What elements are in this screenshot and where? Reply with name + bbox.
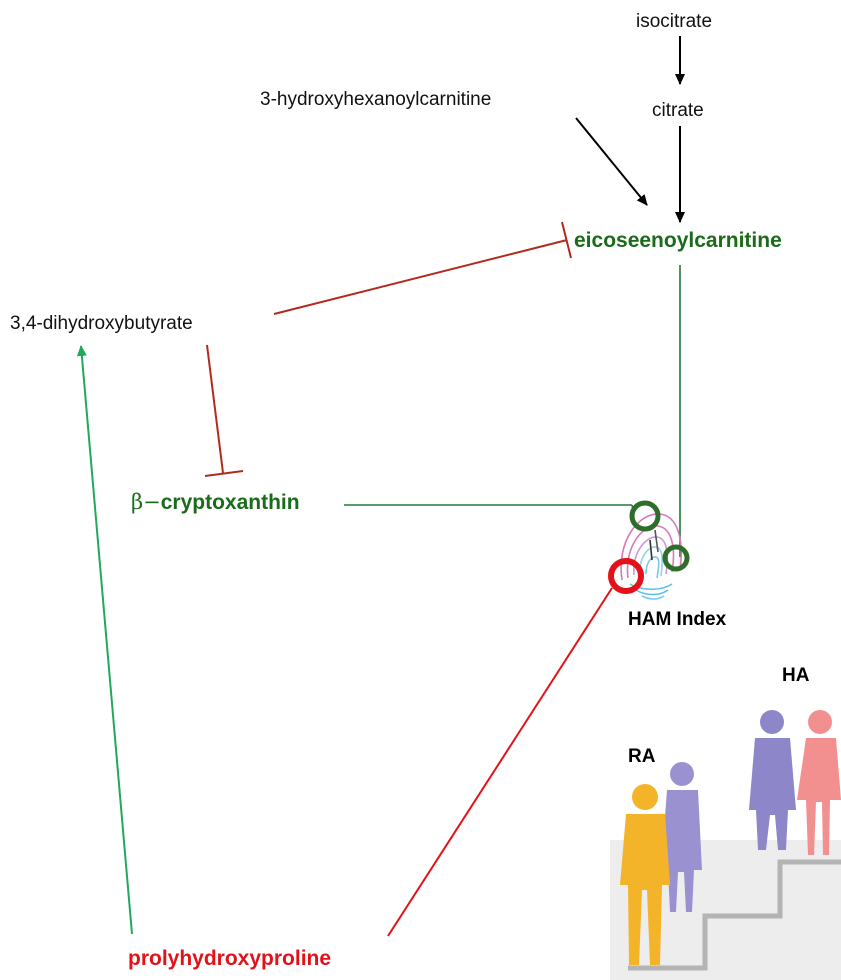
node-ham-index: HAM Index	[628, 609, 727, 630]
inhibition-bar-cryptoxanthin	[204, 470, 244, 477]
beta-symbol: β−	[131, 490, 161, 514]
node-hydroxyhexanoylcarnitine: 3-hydroxyhexanoylcarnitine	[260, 89, 492, 110]
fingerprint-icon	[608, 500, 690, 600]
edge-dihydroxybutyrate-cryptoxanthin	[206, 344, 224, 474]
inhibition-bar-eicoseenoyl	[561, 221, 572, 259]
node-citrate: citrate	[652, 100, 704, 121]
people-staircase-icon	[610, 710, 841, 980]
group-label-ha: HA	[782, 665, 810, 686]
node-isocitrate: isocitrate	[636, 11, 713, 32]
edge-prolyhydroxyproline-dihydroxybutyrate	[76, 345, 133, 935]
node-prolyhydroxyproline: prolyhydroxyproline	[128, 947, 332, 970]
node-eicoseenoylcarnitine: eicoseenoylcarnitine	[574, 229, 782, 252]
edge-prolyhydroxyproline-ham	[387, 587, 613, 937]
edge-hydroxyhexanoyl-eicoseenoyl	[575, 117, 648, 206]
edge-dihydroxybutyrate-eicoseenoyl	[273, 239, 568, 315]
cryptoxanthin-label: cryptoxanthin	[160, 491, 300, 514]
group-label-ra: RA	[628, 746, 656, 767]
node-beta-cryptoxanthin: β−cryptoxanthin	[131, 490, 300, 514]
node-dihydroxybutyrate: 3,4-dihydroxybutyrate	[10, 313, 193, 334]
